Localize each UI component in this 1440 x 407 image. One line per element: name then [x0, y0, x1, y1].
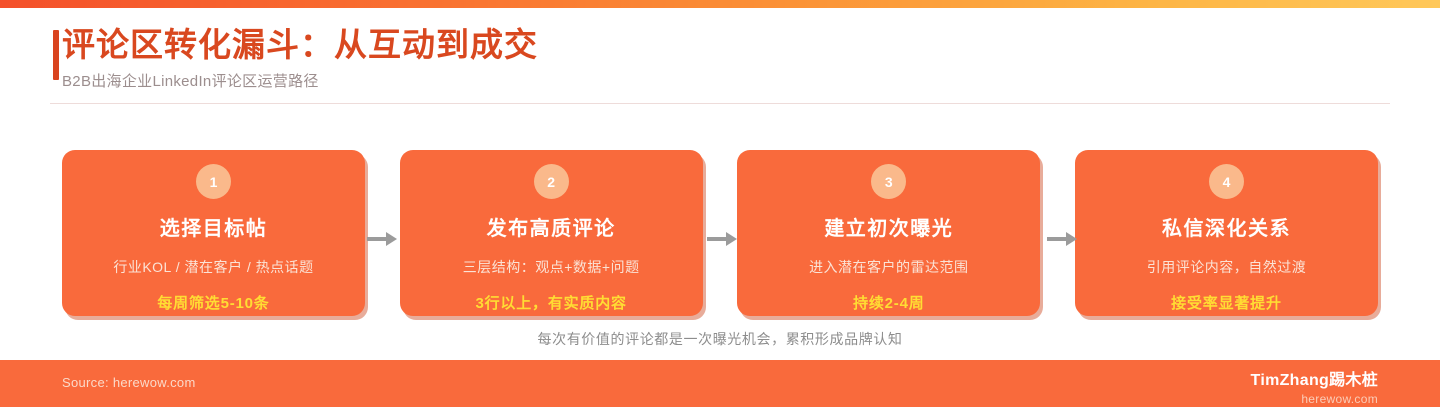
- title-row: 评论区转化漏斗：从互动到成交: [0, 24, 1440, 80]
- arrow-head: [1066, 232, 1077, 246]
- arrow-right-icon: [367, 232, 397, 246]
- page-subtitle: B2B出海企业LinkedIn评论区运营路径: [62, 73, 319, 91]
- step-description: 行业KOL / 潜在客户 / 热点话题: [113, 259, 314, 275]
- flow-step-card[interactable]: 4 私信深化关系 引用评论内容，自然过渡 接受率显著提升: [1074, 150, 1378, 316]
- step-title: 私信深化关系: [1161, 218, 1291, 240]
- arrow-head: [726, 232, 737, 246]
- step-metric: 持续2-4周: [853, 295, 925, 312]
- brand-name: TimZhang踢木桩: [1250, 372, 1378, 389]
- brand-site: herewow.com: [1301, 392, 1378, 406]
- slide-header: 评论区转化漏斗：从互动到成交 B2B出海企业LinkedIn评论区运营路径: [0, 24, 1440, 91]
- page-title: 评论区转化漏斗：从互动到成交: [62, 26, 538, 63]
- flow-step-card[interactable]: 1 选择目标帖 行业KOL / 潜在客户 / 热点话题 每周筛选5-10条: [62, 150, 365, 316]
- flow-caption: 每次有价值的评论都是一次曝光机会，累积形成品牌认知: [537, 331, 903, 347]
- slide-footer: Source: herewow.com TimZhang踢木桩 herewow.…: [0, 360, 1440, 407]
- arrow-right-icon: [707, 232, 737, 246]
- arrow-shaft: [1047, 237, 1069, 241]
- step-number-badge: 3: [871, 164, 907, 199]
- step-title: 选择目标帖: [159, 218, 268, 240]
- step-metric: 接受率显著提升: [1171, 295, 1282, 312]
- top-gradient-bar: [0, 0, 1440, 8]
- arrow-right-icon: [1047, 232, 1077, 246]
- flow-step-card[interactable]: 2 发布高质评论 三层结构：观点+数据+问题 3行以上，有实质内容: [399, 150, 703, 316]
- flow-step-card[interactable]: 3 建立初次曝光 进入潜在客户的雷达范围 持续2-4周: [737, 150, 1041, 316]
- step-description: 进入潜在客户的雷达范围: [809, 259, 969, 275]
- step-metric: 3行以上，有实质内容: [475, 295, 627, 312]
- step-description: 引用评论内容，自然过渡: [1146, 259, 1307, 275]
- arrow-head: [386, 232, 397, 246]
- step-title: 建立初次曝光: [824, 218, 954, 240]
- step-number-badge: 4: [1208, 164, 1244, 199]
- step-description: 三层结构：观点+数据+问题: [462, 259, 640, 275]
- funnel-flow: 1 选择目标帖 行业KOL / 潜在客户 / 热点话题 每周筛选5-10条 2 …: [62, 150, 1378, 316]
- header-divider: [50, 103, 1390, 104]
- footer-source: Source: herewow.com: [62, 375, 196, 390]
- step-metric: 每周筛选5-10条: [157, 295, 270, 312]
- arrow-shaft: [367, 237, 389, 241]
- step-number-badge: 1: [196, 164, 231, 199]
- arrow-shaft: [707, 237, 729, 241]
- step-title: 发布高质评论: [486, 218, 616, 240]
- title-accent-bar: [53, 30, 59, 80]
- footer-brand: TimZhang踢木桩 herewow.com: [1251, 366, 1378, 406]
- step-number-badge: 2: [533, 164, 569, 199]
